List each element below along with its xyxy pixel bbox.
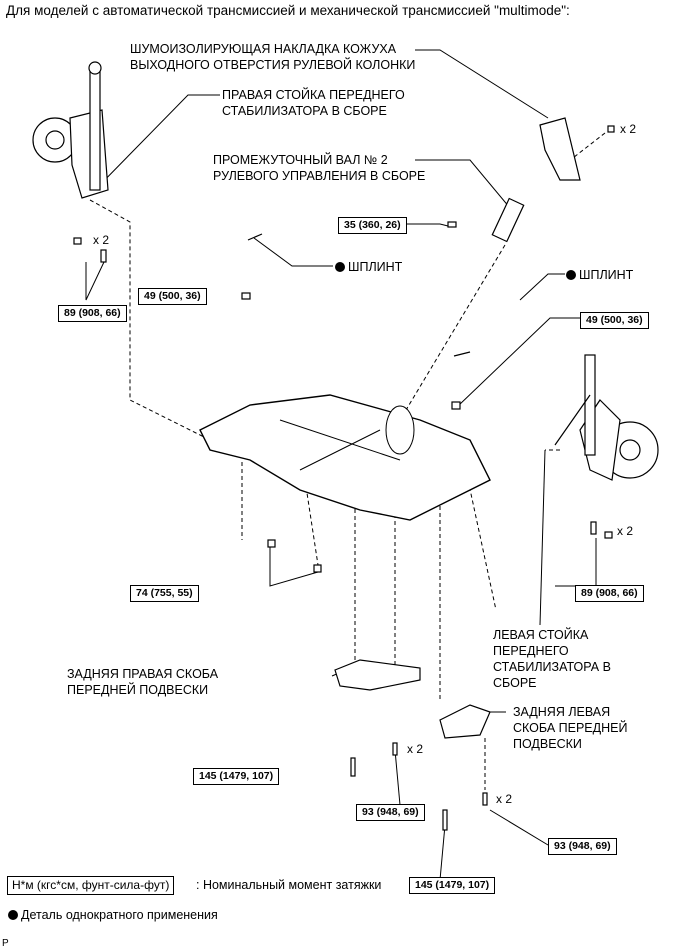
- shroud-label-2: ВЫХОДНОГО ОТВЕРСТИЯ РУЛЕВОЙ КОЛОНКИ: [130, 58, 416, 72]
- cotter-pin-label-2: ШПЛИНТ: [566, 268, 633, 283]
- right-link-label-2: СТАБИЛИЗАТОРА В СБОРЕ: [222, 104, 387, 118]
- shroud-label-1: ШУМОИЗОЛИРУЮЩАЯ НАКЛАДКА КОЖУХА: [130, 42, 397, 56]
- qty-brace-right: x 2: [407, 742, 424, 756]
- cotter-pin-label-1: ШПЛИНТ: [335, 260, 402, 275]
- torque-box-brace-left-nut: 93 (948, 69): [548, 838, 617, 855]
- torque-box-right-link: 89 (908, 66): [58, 305, 127, 322]
- torque-box-brace-left-bolt: 145 (1479, 107): [409, 877, 496, 894]
- left-link-label-3: СТАБИЛИЗАТОРА В: [493, 660, 611, 674]
- torque-box-brace-right-nut: 93 (948, 69): [356, 804, 425, 821]
- torque-box-cotter-nut-right: 49 (500, 36): [138, 288, 207, 305]
- shaft-label-1: ПРОМЕЖУТОЧНЫЙ ВАЛ № 2: [213, 153, 388, 167]
- page-header: Для моделей с автоматической трансмиссие…: [6, 3, 570, 18]
- rear-right-brace-label-1: ЗАДНЯЯ ПРАВАЯ СКОБА: [67, 667, 219, 681]
- shaft-label-2: РУЛЕВОГО УПРАВЛЕНИЯ В СБОРЕ: [213, 169, 426, 183]
- torque-box-crossmember: 74 (755, 55): [130, 585, 199, 602]
- right-link-label-1: ПРАВАЯ СТОЙКА ПЕРЕДНЕГО: [222, 88, 405, 102]
- qty-left-link: x 2: [617, 524, 634, 538]
- legend-unit-box: Н*м (кгс*см, фунт-сила-фут): [7, 876, 175, 895]
- left-link-label-1: ЛЕВАЯ СТОЙКА: [493, 628, 589, 642]
- qty-shroud: x 2: [620, 122, 637, 136]
- torque-box-cotter-nut-left: 49 (500, 36): [580, 312, 649, 329]
- legend-onetime: Деталь однократного применения: [8, 908, 218, 923]
- rear-left-brace-label-1: ЗАДНЯЯ ЛЕВАЯ: [513, 705, 611, 719]
- torque-box-brace-right-bolt: 145 (1479, 107): [193, 768, 280, 785]
- qty-right-link: x 2: [93, 233, 110, 247]
- torque-box-shaft: 35 (360, 26): [338, 217, 407, 234]
- rear-left-brace-label-2: СКОБА ПЕРЕДНЕЙ: [513, 721, 628, 735]
- one-time-use-dot-icon: [335, 262, 345, 272]
- figure-code: P: [2, 938, 9, 949]
- one-time-use-dot-icon: [566, 270, 576, 280]
- legend-unit-desc: : Номинальный момент затяжки: [196, 878, 382, 892]
- left-link-label-2: ПЕРЕДНЕГО: [493, 644, 569, 658]
- left-link-label-4: СБОРЕ: [493, 676, 537, 690]
- torque-box-left-link: 89 (908, 66): [575, 585, 644, 602]
- rear-left-brace-label-3: ПОДВЕСКИ: [513, 737, 582, 751]
- one-time-use-dot-icon: [8, 910, 18, 920]
- qty-brace-left: x 2: [496, 792, 513, 806]
- rear-right-brace-label-2: ПЕРЕДНЕЙ ПОДВЕСКИ: [67, 683, 209, 697]
